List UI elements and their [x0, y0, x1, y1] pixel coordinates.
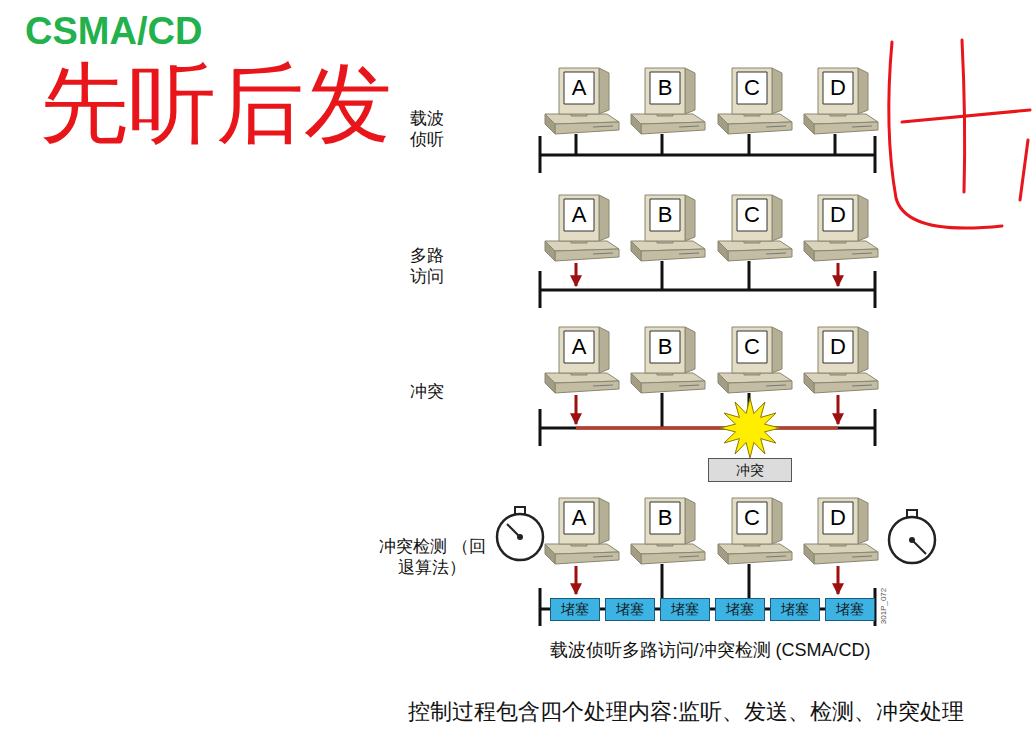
computer: A — [541, 496, 621, 566]
jam-text: 堵塞 — [781, 601, 809, 618]
screen: A — [565, 503, 593, 533]
send-arrow — [575, 395, 578, 424]
bus — [540, 564, 875, 626]
handwriting-stroke — [962, 40, 965, 192]
station-letter: D — [830, 77, 846, 99]
step-label: 冲突检测 （回退算法） — [378, 536, 487, 579]
note: 控制过程包含四个处理内容:监听、发送、检测、冲突处理 — [408, 698, 964, 726]
computer: A — [541, 66, 621, 136]
screen: B — [651, 503, 679, 533]
computer: D — [800, 66, 880, 136]
screen: D — [824, 200, 852, 230]
station-letter: C — [744, 204, 760, 226]
handwriting: 先听后发 — [40, 60, 392, 148]
computer: A — [541, 325, 621, 395]
screen: C — [738, 503, 766, 533]
computer: C — [714, 496, 794, 566]
computer: B — [627, 496, 707, 566]
stopwatch — [889, 510, 935, 563]
handwriting-stroke — [1020, 140, 1028, 200]
jam-text: 堵塞 — [616, 601, 644, 618]
signal-line — [576, 427, 838, 430]
stopwatch — [497, 507, 543, 560]
screen: D — [824, 73, 852, 103]
screen: D — [824, 332, 852, 362]
jam-text: 堵塞 — [836, 601, 864, 618]
jam-text: 堵塞 — [561, 601, 589, 618]
step-label: 载波 侦听 — [410, 108, 454, 151]
bus — [540, 261, 875, 308]
computer: C — [714, 66, 794, 136]
send-arrow — [837, 263, 840, 286]
jam-block: 堵塞 — [550, 598, 600, 621]
screen: C — [738, 332, 766, 362]
collision-star — [720, 398, 780, 458]
station-letter: A — [572, 336, 587, 358]
screen: C — [738, 200, 766, 230]
send-arrow — [575, 263, 578, 286]
computer: B — [627, 193, 707, 263]
station-letter: D — [830, 204, 846, 226]
station-letter: B — [658, 336, 673, 358]
handwriting-stroke — [889, 42, 1002, 228]
bus — [540, 393, 875, 446]
title: CSMA/CD — [25, 12, 202, 50]
computer: C — [714, 325, 794, 395]
station-letter: A — [572, 204, 587, 226]
screen: B — [651, 332, 679, 362]
handwriting-stroke — [889, 40, 1030, 228]
screen: D — [824, 503, 852, 533]
station-letter: D — [830, 336, 846, 358]
jam-block: 堵塞 — [660, 598, 710, 621]
send-arrow — [837, 566, 840, 594]
station-letter: C — [744, 507, 760, 529]
station-letter: B — [658, 204, 673, 226]
jam-block: 堵塞 — [825, 598, 875, 621]
send-arrow — [837, 395, 840, 424]
computer: C — [714, 193, 794, 263]
jam-text: 堵塞 — [671, 601, 699, 618]
collision-box: 冲突 — [708, 458, 792, 482]
step-label: 多路 访问 — [410, 245, 454, 288]
computer: B — [627, 325, 707, 395]
screen: A — [565, 73, 593, 103]
screen: A — [565, 332, 593, 362]
screen: B — [651, 73, 679, 103]
screen: B — [651, 200, 679, 230]
station-letter: D — [830, 507, 846, 529]
station-letter: B — [658, 77, 673, 99]
jam-block: 堵塞 — [770, 598, 820, 621]
computer: A — [541, 193, 621, 263]
collision-text: 冲突 — [736, 462, 764, 479]
station-letter: A — [572, 77, 587, 99]
station-letter: A — [572, 507, 587, 529]
station-letter: B — [658, 507, 673, 529]
station-letter: C — [744, 336, 760, 358]
figure-id: 301P_072 — [879, 588, 889, 624]
computer: B — [627, 66, 707, 136]
step-label: 冲突 — [410, 381, 444, 402]
jam-block: 堵塞 — [605, 598, 655, 621]
bus — [540, 134, 875, 173]
computer: D — [800, 193, 880, 263]
send-arrow — [575, 566, 578, 594]
station-letter: C — [744, 77, 760, 99]
jam-text: 堵塞 — [726, 601, 754, 618]
screen: C — [738, 73, 766, 103]
screen: A — [565, 200, 593, 230]
computer: D — [800, 325, 880, 395]
caption: 载波侦听多路访问/冲突检测 (CSMA/CD) — [450, 640, 970, 662]
jam-block: 堵塞 — [715, 598, 765, 621]
computer: D — [800, 496, 880, 566]
